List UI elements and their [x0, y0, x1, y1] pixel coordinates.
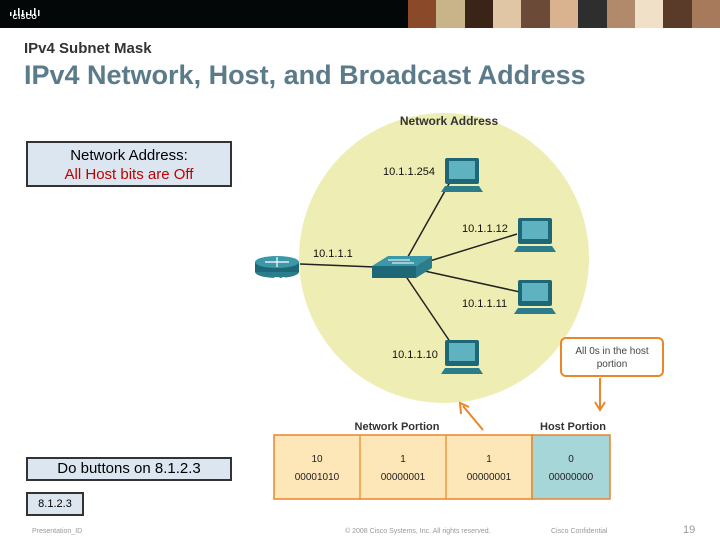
logo-text: CISCO [12, 14, 38, 21]
header-photo [663, 0, 692, 28]
host-ip-10: 10.1.1.10 [392, 349, 438, 361]
octet-4-decimal: 0 [568, 454, 574, 465]
do-buttons-button[interactable]: Do buttons on 8.1.2.3 [26, 457, 232, 481]
host-note-line2: portion [597, 359, 628, 370]
host-portion-box [531, 434, 611, 500]
header-photo [464, 0, 494, 28]
footer-presentation-id: Presentation_ID [32, 528, 83, 535]
router-label: R2 [274, 276, 287, 287]
top-banner: CISCO [0, 0, 720, 28]
host-pc-icon[interactable] [514, 280, 556, 314]
host-note-line1: All 0s in the host [575, 346, 649, 357]
header-photo [493, 0, 522, 28]
header-photo [408, 0, 437, 28]
router-ip: 10.1.1.1 [313, 248, 353, 260]
header-photo [634, 0, 664, 28]
host-portion-label: Host Portion [540, 421, 606, 433]
switch-icon[interactable] [372, 256, 432, 278]
header-photo [521, 0, 550, 28]
diagram-heading: Network Address [400, 114, 499, 128]
octet-3-decimal: 1 [486, 454, 492, 465]
host-ip-12: 10.1.1.12 [462, 223, 508, 235]
host-pc-icon[interactable] [441, 158, 483, 192]
header-photo [436, 0, 465, 28]
octet-4-binary: 00000000 [549, 472, 594, 483]
footer-copyright: © 2008 Cisco Systems, Inc. All rights re… [345, 528, 491, 535]
callout-line-1: Network Address: [70, 147, 188, 164]
footer-confidential: Cisco Confidential [551, 528, 608, 535]
header-photo-strip [408, 0, 720, 28]
portion-arrows [458, 378, 606, 431]
octet-3-binary: 00000001 [467, 472, 512, 483]
page-number: 19 [683, 524, 696, 536]
callout-line-2: All Host bits are Off [64, 166, 194, 183]
router-icon[interactable] [255, 256, 299, 278]
octet-1-decimal: 10 [311, 454, 323, 465]
host-note-box [560, 337, 664, 377]
network-circle [299, 113, 589, 403]
header-photo [549, 0, 579, 28]
header-photo [606, 0, 635, 28]
host-pc-icon[interactable] [514, 218, 556, 252]
header-photo [691, 0, 720, 28]
network-portion-box [273, 434, 533, 500]
slide-subtitle: IPv4 Subnet Mask [24, 40, 152, 57]
cisco-logo: CISCO [8, 4, 42, 24]
octet-1-binary: 00001010 [295, 472, 340, 483]
octet-dividers [359, 435, 447, 499]
host-pc-icon[interactable] [441, 340, 483, 374]
slide-title: IPv4 Network, Host, and Broadcast Addres… [24, 60, 586, 90]
network-portion-label: Network Portion [355, 421, 440, 433]
address-button[interactable]: 8.1.2.3 [26, 492, 84, 516]
host-ip-11: 10.1.1.11 [462, 298, 507, 310]
network-address-callout: Network Address: All Host bits are Off [26, 141, 232, 187]
host-ip-254: 10.1.1.254 [383, 166, 435, 178]
octet-2-decimal: 1 [400, 454, 406, 465]
octet-2-binary: 00000001 [381, 472, 426, 483]
network-links [299, 181, 521, 353]
header-photo [578, 0, 607, 28]
